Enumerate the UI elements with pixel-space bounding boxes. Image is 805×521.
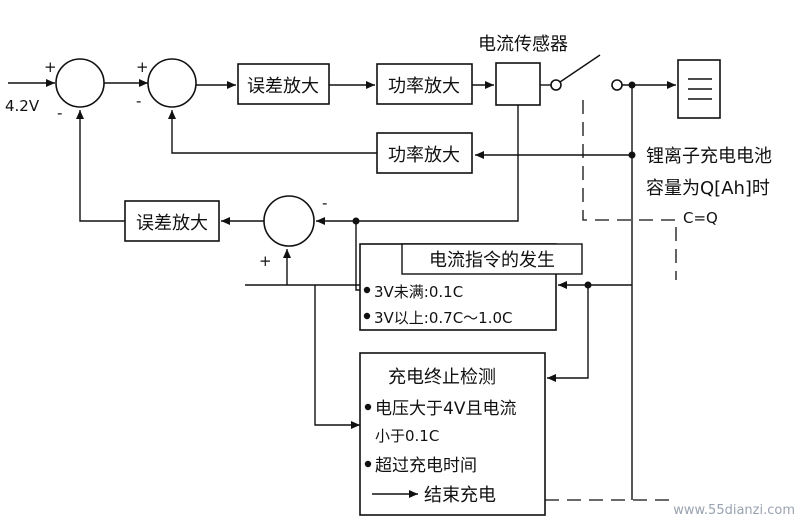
battery-node-top [628,81,636,89]
battery-desc-line3: C=Q [683,209,718,227]
command-bullet-1 [363,286,371,294]
power-amp-block-1 [376,63,473,105]
termination-item-2: 超过充电时间 [375,456,477,476]
command-item-1: 3V未满:0.1C [374,283,463,301]
error-amp-label-2: 误差放大 [136,213,208,234]
summing-junction-1 [55,58,105,108]
current-sensor-label: 电流传感器 [478,34,568,55]
sum2-plus-sign: + [136,58,149,76]
termination-title: 充电终止检测 [388,367,496,388]
battery-desc-line1: 锂离子充电电池 [646,146,772,167]
switch-terminal-right [611,79,623,91]
dashed-control-switch [582,100,677,280]
poweramp2-to-sum2-feedback [168,110,377,154]
power-amp-block-2 [376,132,473,174]
summing-junction-2 [147,58,197,108]
sum3-plus-sign: + [259,252,272,270]
error-amp-label-1: 误差放大 [247,76,319,97]
power-amp-label-1: 功率放大 [388,76,460,97]
sum1-minus-sign: - [57,104,62,122]
sensor-feedback-line [356,105,519,222]
sum2-minus-sign: - [136,92,141,110]
charge-termination-block [359,352,546,516]
sum3-minus-sign: - [322,194,327,212]
to-termination-arrow [314,285,360,429]
termination-item-1a: 电压大于4V且电流 [375,399,516,419]
termination-bullet-2 [364,460,372,468]
voltage-to-termination-arrow [547,285,589,382]
current-sensor-block [495,62,541,106]
summing-junction-3 [263,195,315,247]
command-item-2: 3V以上:0.7C～1.0C [374,309,513,327]
termination-bullet-1 [364,403,372,411]
power-amp-label-2: 功率放大 [388,145,460,166]
switch-terminal-left [550,79,562,91]
current-command-title: 电流指令的发生 [429,250,555,271]
error-amp-block-1 [237,63,330,105]
switch-blade [559,54,601,83]
watermark-text: www.55dianzi.com [673,503,795,518]
current-command-title-box [401,243,583,275]
command-bullet-2 [363,312,371,320]
input-voltage-label: 4.2V [5,97,40,115]
erramp2-to-sum1-feedback [76,110,125,222]
termination-item-1b: 小于0.1C [375,427,439,445]
sum1-plus-sign: + [44,58,57,76]
battery-desc-line2: 容量为Q[Ah]时 [646,178,770,199]
end-charge-label: 结束充电 [424,485,496,506]
